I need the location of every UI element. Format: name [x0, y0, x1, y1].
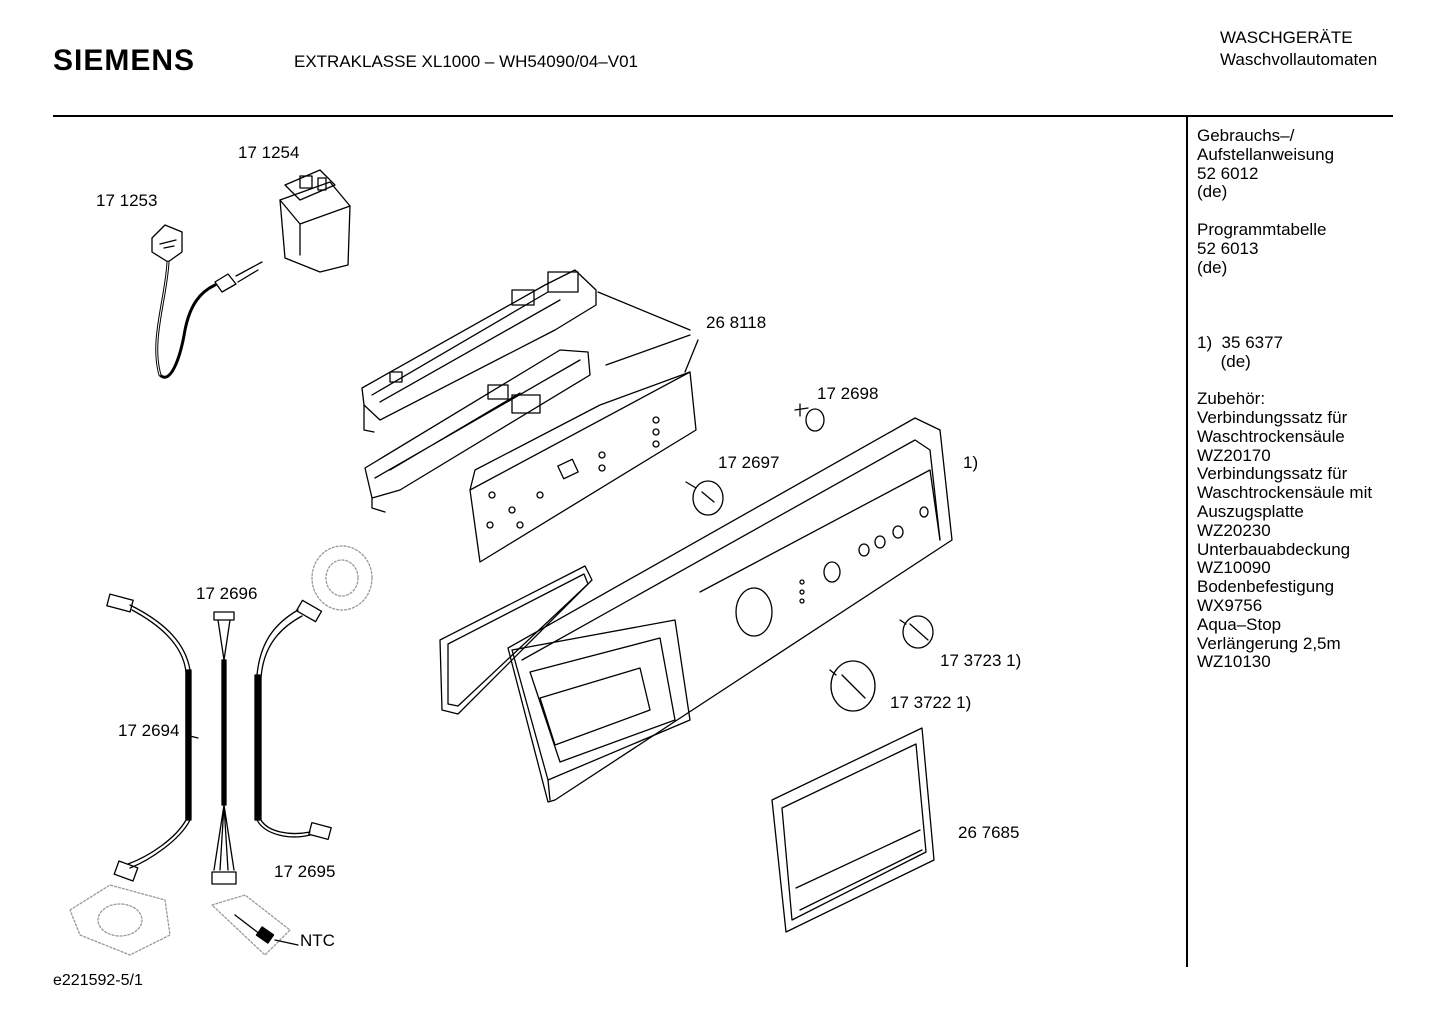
sidebar-line: Gebrauchs–/ — [1197, 126, 1295, 145]
category-title: WASCHGERÄTE — [1220, 28, 1353, 47]
sidebar-line — [1197, 315, 1372, 334]
sidebar-line: WZ20230 — [1197, 520, 1271, 540]
harness-172696-drawing — [211, 611, 237, 885]
sidebar-line: 52 6013 — [1197, 238, 1259, 258]
sidebar-line: 52 6012 — [1197, 163, 1259, 183]
gasket-drawing — [439, 565, 593, 715]
part-label-171254: 17 1254 — [238, 143, 300, 162]
sidebar-line: (de) — [1197, 257, 1228, 277]
brand-logo: SIEMENS — [53, 44, 196, 77]
sidebar-line: WX9756 — [1197, 595, 1263, 615]
leader-line-268118-b — [605, 334, 691, 366]
control-panel-drawing — [507, 417, 953, 803]
part-label-171253: 17 1253 — [96, 191, 158, 210]
sidebar-line: Verlängerung 2,5m — [1197, 633, 1341, 653]
part-label-268118: 26 8118 — [706, 313, 767, 332]
category-subtitle: Waschvollautomaten — [1220, 50, 1378, 69]
sidebar-line: (de) — [1197, 182, 1228, 202]
sidebar-line: Verbindungssatz für — [1197, 407, 1348, 427]
harness-172694-drawing — [106, 593, 192, 882]
model-title: EXTRAKLASSE XL1000 – WH54090/04–V01 — [294, 52, 638, 71]
sidebar-line — [1197, 277, 1372, 296]
sidebar-line: Waschtrockensäule mit — [1197, 483, 1373, 503]
sidebar-line: 1) 35 6377 — [1197, 332, 1284, 352]
sidebar-line: WZ10090 — [1197, 558, 1271, 578]
drawer-handle-drawing — [771, 727, 935, 933]
harness-172695-drawing — [254, 599, 332, 841]
sidebar-line: (de) — [1197, 351, 1251, 371]
knob-172697-drawing — [685, 480, 724, 516]
header-divider — [53, 115, 1393, 117]
gasket-inner — [447, 573, 589, 707]
sidebar-line: Auszugsplatte — [1197, 501, 1304, 521]
sidebar-line — [1197, 296, 1372, 315]
part-label-172697: 17 2697 — [718, 453, 780, 472]
part-label-172698: 17 2698 — [817, 384, 879, 403]
part-label-panel: 1) — [963, 453, 979, 472]
sidebar-line: Verbindungssatz für — [1197, 464, 1348, 484]
sidebar-line: Unterbauabdeckung — [1197, 539, 1351, 559]
control-frame-upper — [361, 269, 597, 433]
part-label-172694: 17 2694 — [118, 721, 180, 740]
control-frame-lower — [364, 349, 591, 513]
part-label-267685: 26 7685 — [958, 823, 1020, 842]
power-cord-drawing — [151, 224, 263, 379]
sidebar-line: Bodenbefestigung — [1197, 577, 1335, 597]
sidebar-line: WZ10130 — [1197, 652, 1271, 672]
sidebar-line — [1197, 371, 1372, 390]
part-label-ntc: NTC — [300, 931, 335, 950]
leader-line-172694 — [185, 734, 199, 739]
sidebar-line: Aqua–Stop — [1197, 614, 1282, 634]
sidebar-line: Waschtrockensäule — [1197, 426, 1345, 446]
sidebar-line — [1197, 202, 1372, 221]
part-label-173723: 17 3723 1) — [940, 651, 1022, 670]
leader-line-268118-a — [597, 291, 691, 331]
leader-line-268118-c — [684, 339, 699, 373]
sidebar-line: WZ20170 — [1197, 445, 1271, 465]
exploded-parts-drawing — [69, 169, 953, 956]
pump-lower-outline-drawing — [69, 884, 171, 956]
sidebar-divider — [1186, 117, 1188, 967]
electronic-board — [469, 371, 697, 563]
knob-172698-drawing — [794, 403, 825, 432]
document-id: e221592-5/1 — [53, 972, 143, 989]
sidebar-line: Programmtabelle — [1197, 219, 1327, 239]
pump-outline-drawing — [311, 545, 373, 611]
sidebar-line: Aufstellanweisung — [1197, 144, 1335, 164]
part-label-172696: 17 2696 — [196, 584, 258, 603]
ntc-sensor-drawing — [211, 894, 299, 956]
suppressor-drawing — [279, 169, 351, 273]
sidebar-line: Zubehör: — [1197, 389, 1266, 409]
part-label-172695: 17 2695 — [274, 862, 336, 881]
knob-173723-drawing — [899, 615, 934, 649]
knob-173722-drawing — [829, 660, 876, 712]
part-label-173722: 17 3722 1) — [890, 693, 972, 712]
